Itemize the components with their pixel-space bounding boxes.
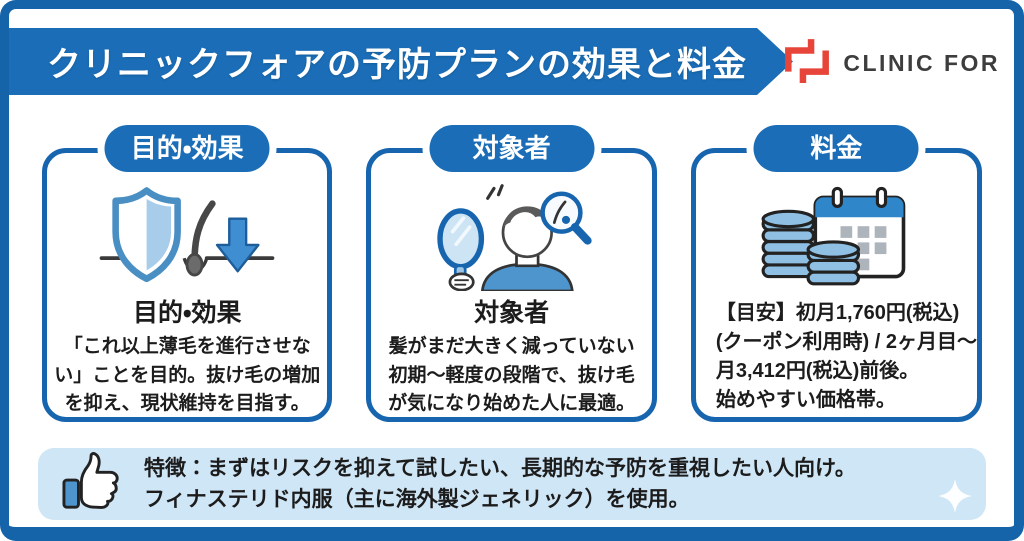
sparkle-icon [938,479,972,518]
card-body: 髪がまだ大きく減っていない 初期〜軽度の段階で、抜け毛 が気になり始めた人に最適… [388,336,636,414]
feature-text: 特徴：まずはリスクを抑えて試したい、長期的な予防を重視したい人向け。 フィナステ… [144,456,856,512]
page-title: クリニックフォアの予防プランの効果と料金 [47,46,747,84]
card-purpose-effect: 目的・効果 目的・効果 「これ以上薄毛を進行させな い」ことを目的。抜け毛の増加… [42,125,333,422]
card-price: 料金 [690,125,982,422]
title-banner: クリニックフォアの予防プランの効果と料金 [9,28,793,95]
pill-label: 目的・効果 [130,133,244,163]
card-heading: 対象者 [474,299,550,327]
mirror-person-magnifier-icon [371,183,651,291]
card-target-audience: 対象者 対象者 髪がまだ大きく減っていない 初期 [366,125,657,422]
thumbs-up-icon [60,451,126,518]
logo-text: CLINIC FOR [843,49,1000,76]
card-pill-price: 料金 [753,125,919,172]
shield-hair-down-arrow-icon [47,183,327,291]
card-pill-purpose-effect: 目的・効果 [104,125,270,172]
pill-label: 料金 [810,133,863,163]
feature-bar: 特徴：まずはリスクを抑えて試したい、長期的な予防を重視したい人向け。 フィナステ… [38,448,986,520]
card-body: 【目安】初月1,760円(税込) (クーポン利用時) / 2ヶ月目〜 月3,41… [715,302,977,411]
card-pill-target-audience: 対象者 [429,125,595,172]
plan-cards: 目的・効果 目的・効果 「これ以上薄毛を進行させな い」ことを目的。抜け毛の増加… [42,125,982,422]
coins-calendar-icon [696,183,977,291]
pill-label: 対象者 [472,133,551,163]
clinic-for-logo: CLINIC FOR [781,36,1000,90]
card-body: 「これ以上薄毛を進行させな い」ことを目的。抜け毛の増加 を抑え、現状維持を目指… [54,336,321,414]
clinic-for-cross-icon [781,35,833,92]
card-heading: 目的・効果 [132,299,242,327]
